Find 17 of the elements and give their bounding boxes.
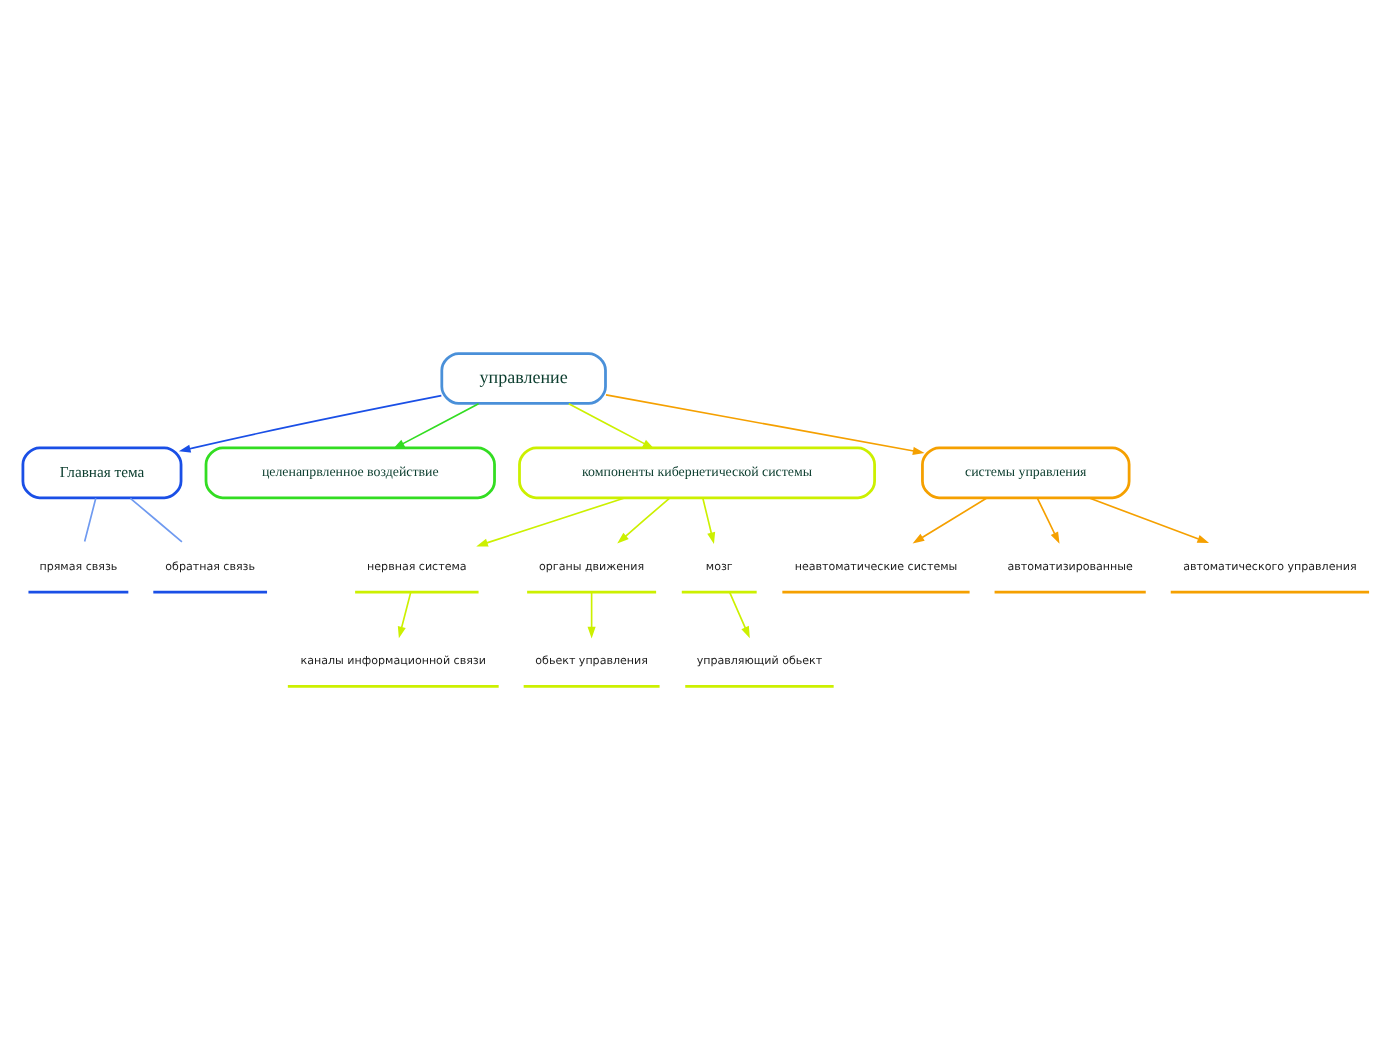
arrow [702,497,716,544]
arrow [476,497,626,547]
arrow [178,394,443,453]
arrow [567,402,655,449]
arrow [728,591,750,639]
arrow [397,591,412,639]
node-box: Главная тема [21,446,183,500]
arrow [617,497,671,544]
arrow [912,497,988,544]
connector [83,497,97,543]
arrow [1088,497,1210,543]
arrow [1036,497,1060,544]
arrow [392,402,480,449]
arrow [605,394,925,455]
node-box: управление [440,352,607,405]
arrow [587,591,596,639]
connector [129,497,183,543]
